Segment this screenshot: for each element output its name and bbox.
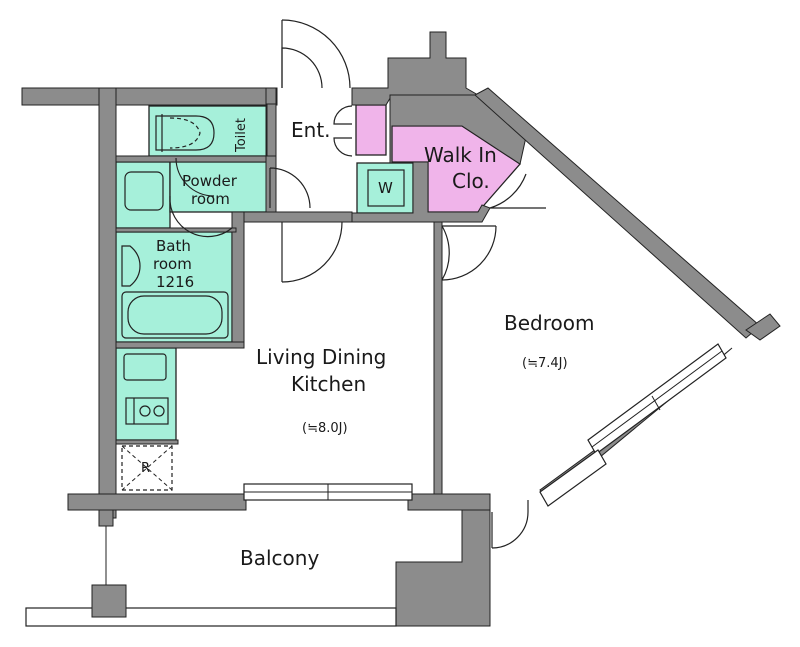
entrance-label: Ent. bbox=[291, 118, 331, 142]
bedroom-door bbox=[441, 225, 497, 281]
wall-column-left bbox=[98, 509, 114, 527]
bedroom-size: (≒7.4J) bbox=[522, 356, 568, 371]
shoe-closet-door-a bbox=[333, 105, 353, 125]
toilet-label: Toilet bbox=[234, 118, 249, 153]
bathtub-inner bbox=[127, 295, 223, 335]
bedroom-window-lower bbox=[539, 449, 607, 507]
toilet-room bbox=[148, 105, 268, 157]
wall-toilet-post bbox=[266, 103, 277, 157]
powder-door bbox=[269, 167, 311, 209]
wall-diagonal-upper bbox=[474, 87, 761, 339]
entrance-door-swing bbox=[281, 47, 323, 89]
bedroom-label: Bedroom bbox=[504, 311, 594, 335]
balcony-rail bbox=[25, 526, 397, 627]
bath-label-1: Bath bbox=[156, 237, 191, 255]
wall-hall-top bbox=[243, 211, 353, 223]
kitchen-counter bbox=[115, 347, 177, 441]
bath-label-2: room bbox=[153, 255, 192, 273]
toilet-seat bbox=[169, 117, 201, 149]
wall-bedroom-divider bbox=[433, 221, 443, 495]
wall-balcony-block bbox=[395, 509, 491, 627]
labels: Ent. Toilet Walk In Clo. W Powder room B… bbox=[141, 118, 594, 570]
stove-burner-left bbox=[139, 405, 151, 417]
fridge-label: R bbox=[141, 461, 150, 476]
balcony-label: Balcony bbox=[240, 546, 319, 570]
wall-bath-lower bbox=[115, 227, 237, 233]
doors bbox=[169, 19, 546, 549]
shoe-closet bbox=[355, 104, 387, 156]
walk-in-label-2: Clo. bbox=[452, 169, 490, 193]
stove bbox=[125, 397, 169, 425]
balcony-bedroom-door bbox=[491, 500, 529, 549]
powder-label-2: room bbox=[191, 190, 230, 208]
wardrobe-label: W bbox=[378, 179, 393, 197]
ldk-label-2: Kitchen bbox=[291, 372, 366, 396]
wall-top-block bbox=[351, 31, 480, 106]
balcony-handrail bbox=[25, 607, 397, 627]
stove-burner-right bbox=[153, 405, 165, 417]
bath-label-3: 1216 bbox=[156, 273, 194, 291]
toilet-bowl bbox=[155, 115, 215, 151]
closet-door bbox=[489, 173, 546, 209]
bedroom-window-split bbox=[651, 395, 661, 411]
entrance-door-arc bbox=[281, 19, 351, 89]
wall-kitchen-bottom bbox=[115, 439, 179, 445]
wall-top-left bbox=[21, 87, 278, 106]
ldk-size: (≒8.0J) bbox=[302, 421, 348, 436]
windows bbox=[243, 343, 727, 507]
powder-label-1: Powder bbox=[182, 172, 238, 190]
ldk-label-1: Living Dining bbox=[256, 345, 386, 369]
wardrobe-box bbox=[367, 169, 405, 207]
wall-bottom-mid bbox=[407, 493, 491, 511]
balcony-pillar bbox=[91, 584, 127, 618]
toilet-door bbox=[175, 157, 215, 197]
fixtures bbox=[121, 114, 405, 491]
walk-in-label-1: Walk In bbox=[424, 143, 497, 167]
wall-kitchen-top bbox=[115, 341, 245, 349]
wall-left-outer bbox=[98, 87, 117, 519]
bathroom-floor bbox=[115, 231, 233, 343]
bath-washbasin bbox=[121, 245, 141, 287]
bath-door bbox=[169, 195, 233, 238]
kitchen-sink bbox=[123, 353, 167, 381]
shoe-closet-door-b bbox=[333, 137, 353, 157]
vanity-sink bbox=[124, 171, 164, 211]
wall-bottom bbox=[67, 493, 247, 511]
bathtub-outer bbox=[121, 291, 229, 339]
bedroom-window-mid bbox=[591, 350, 723, 448]
ldk-door bbox=[281, 221, 343, 283]
fridge-space bbox=[121, 445, 173, 491]
wall-closet-block bbox=[349, 94, 529, 223]
wall-right-tip bbox=[745, 313, 781, 341]
wall-bath-upper bbox=[115, 155, 275, 163]
